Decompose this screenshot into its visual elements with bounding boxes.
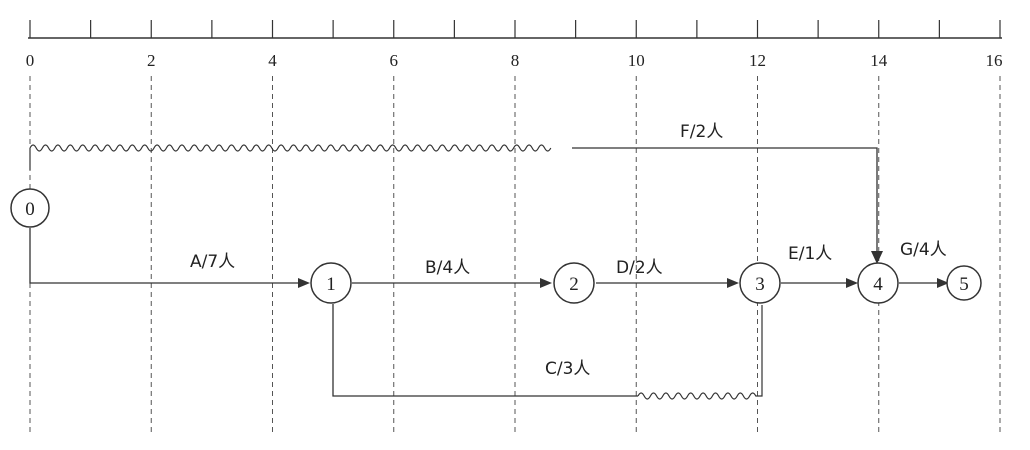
node-1-circle	[310, 262, 352, 304]
node-4-label: 4	[873, 274, 883, 295]
node-2-circle	[553, 262, 595, 304]
activity-B-arrowhead	[540, 278, 552, 288]
activity-F-arrowhead	[871, 251, 883, 264]
time-label-8: 8	[511, 51, 520, 70]
node-4: 4	[857, 262, 899, 304]
node-3: 3	[739, 262, 781, 304]
node-0-label: 0	[25, 199, 35, 220]
activity-G: G/4人	[899, 240, 949, 288]
activity-D-label: D/2人	[616, 258, 663, 278]
time-label-2: 2	[147, 51, 156, 70]
node-1-label: 1	[326, 274, 336, 295]
activity-D: D/2人	[596, 258, 739, 288]
node-3-circle	[739, 262, 781, 304]
time-axis-labels: 0 2 4 6 8 10 12 14 16	[26, 51, 1003, 70]
activity-C-float-wave	[637, 305, 763, 400]
node-4-circle	[857, 262, 899, 304]
time-label-10: 10	[628, 51, 645, 70]
node-1: 1	[310, 262, 352, 304]
node-2: 2	[553, 262, 595, 304]
node-2-label: 2	[569, 274, 579, 295]
time-label-6: 6	[390, 51, 399, 70]
time-axis: 0 2 4 6 8 10 12 14 16	[26, 20, 1003, 70]
node-0-circle	[10, 188, 50, 228]
activity-E-label: E/1人	[788, 244, 832, 264]
activity-E: E/1人	[781, 244, 858, 288]
activity-B: B/4人	[352, 258, 552, 288]
node-5: 5	[946, 265, 982, 301]
node-0: 0	[10, 188, 50, 228]
node-5-label: 5	[959, 274, 969, 295]
activity-F: F/2人	[29, 122, 883, 264]
activity-A-label: A/7人	[190, 252, 235, 272]
time-label-0: 0	[26, 51, 35, 70]
activity-C-arrow	[332, 304, 638, 397]
activity-B-label: B/4人	[425, 258, 470, 278]
time-label-16: 16	[986, 51, 1003, 70]
activity-E-arrowhead	[846, 278, 858, 288]
activity-C: C/3人	[332, 304, 763, 400]
activity-G-arrowhead	[937, 278, 949, 288]
activity-G-label: G/4人	[900, 240, 947, 260]
time-label-14: 14	[870, 51, 888, 70]
activity-A-arrow	[29, 228, 300, 284]
activity-F-float-wave	[29, 144, 552, 170]
activity-F-arrow	[572, 147, 878, 254]
activity-F-label: F/2人	[680, 122, 723, 142]
activity-D-arrowhead	[727, 278, 739, 288]
time-gridlines	[29, 76, 1001, 432]
time-label-12: 12	[749, 51, 766, 70]
time-label-4: 4	[268, 51, 277, 70]
event-nodes: 0 1 2 3 4 5	[10, 188, 982, 304]
node-5-circle	[946, 265, 982, 301]
time-axis-ticks	[29, 20, 1001, 38]
activity-A: A/7人	[29, 228, 310, 288]
activity-A-arrowhead	[298, 278, 310, 288]
node-3-label: 3	[755, 274, 765, 295]
activity-C-label: C/3人	[545, 359, 590, 379]
